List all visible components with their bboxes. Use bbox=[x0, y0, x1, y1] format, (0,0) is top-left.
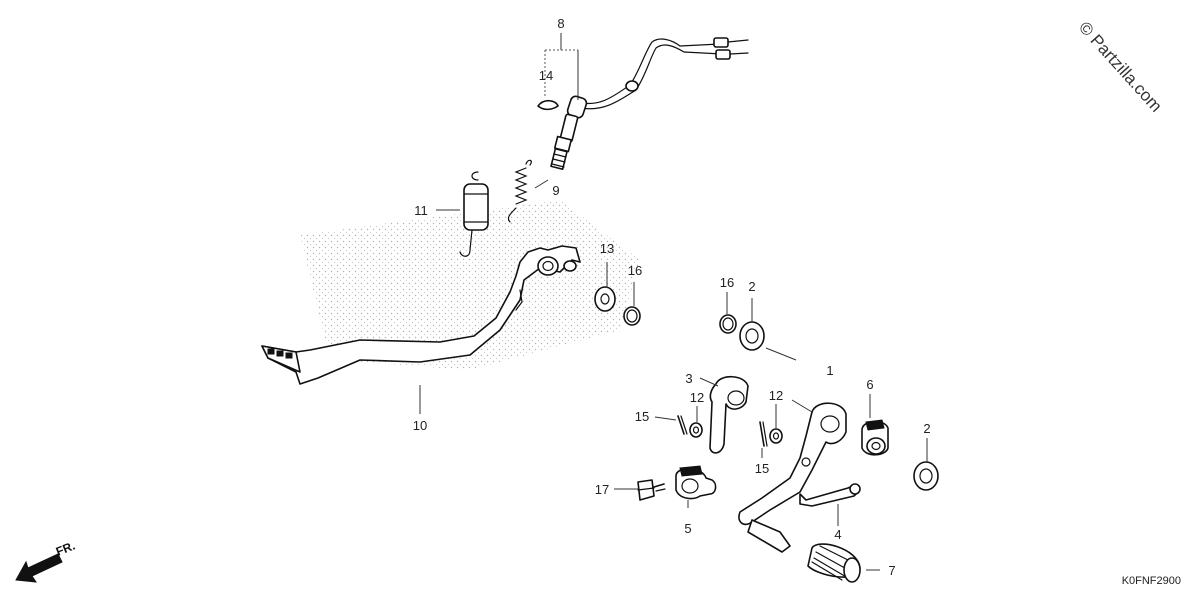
part-7-peg-rubber[interactable] bbox=[807, 543, 861, 583]
part-14-clip[interactable] bbox=[537, 99, 559, 111]
callout-labels: 8 14 9 11 10 13 16 16 2 1 3 12 12 15 15 … bbox=[413, 16, 931, 578]
part-15-pin-right[interactable] bbox=[759, 421, 768, 447]
part-3-arm[interactable] bbox=[709, 375, 749, 454]
part-6-joint[interactable] bbox=[861, 419, 889, 456]
callout-15-left: 15 bbox=[635, 409, 649, 424]
callout-12-left: 12 bbox=[690, 390, 704, 405]
front-label: FR. bbox=[54, 539, 77, 559]
part-8-brake-switch-cable[interactable] bbox=[550, 37, 749, 170]
part-1-gearshift-pedal[interactable] bbox=[738, 402, 847, 553]
part-15-pin-left[interactable] bbox=[677, 415, 688, 435]
callout-3: 3 bbox=[685, 371, 692, 386]
part-12-washer-right[interactable] bbox=[769, 428, 783, 444]
callout-14: 14 bbox=[539, 68, 553, 83]
callout-16-right: 16 bbox=[720, 275, 734, 290]
callout-6: 6 bbox=[866, 377, 873, 392]
part-5-joint[interactable] bbox=[675, 465, 717, 500]
part-2-seal-upper[interactable] bbox=[739, 321, 765, 351]
callout-10: 10 bbox=[413, 418, 427, 433]
part-17-bolt[interactable] bbox=[637, 479, 666, 501]
part-9-spring[interactable] bbox=[507, 159, 532, 223]
callout-9: 9 bbox=[552, 183, 559, 198]
front-arrow-icon bbox=[15, 553, 63, 583]
copyright-watermark: © Partzilla.com bbox=[1075, 18, 1166, 116]
callout-12-right: 12 bbox=[769, 388, 783, 403]
callout-15-right: 15 bbox=[755, 461, 769, 476]
callout-4: 4 bbox=[834, 527, 841, 542]
callout-17: 17 bbox=[595, 482, 609, 497]
callout-11: 11 bbox=[414, 203, 428, 218]
part-11-spring[interactable] bbox=[459, 171, 489, 257]
part-10-brake-pedal[interactable] bbox=[261, 245, 581, 385]
callout-13: 13 bbox=[600, 241, 614, 256]
callout-2-upper: 2 bbox=[748, 279, 755, 294]
callout-2-lower: 2 bbox=[923, 421, 930, 436]
callout-5: 5 bbox=[684, 521, 691, 536]
part-12-washer-left[interactable] bbox=[689, 422, 703, 438]
front-direction-indicator: FR. bbox=[15, 539, 77, 583]
stipple-shadow bbox=[300, 200, 640, 370]
callout-7: 7 bbox=[888, 563, 895, 578]
callout-8: 8 bbox=[557, 16, 564, 31]
callout-16-left: 16 bbox=[628, 263, 642, 278]
diagram-code: K0FNF2900 bbox=[1122, 575, 1181, 587]
leader-lines bbox=[419, 33, 928, 571]
part-16-clip-right[interactable] bbox=[719, 314, 737, 334]
callout-1: 1 bbox=[826, 363, 833, 378]
part-13-washer[interactable] bbox=[594, 286, 616, 312]
part-4-rod[interactable] bbox=[799, 483, 861, 507]
part-16-clip-left[interactable] bbox=[623, 306, 641, 326]
part-2-seal-lower[interactable] bbox=[913, 461, 939, 491]
